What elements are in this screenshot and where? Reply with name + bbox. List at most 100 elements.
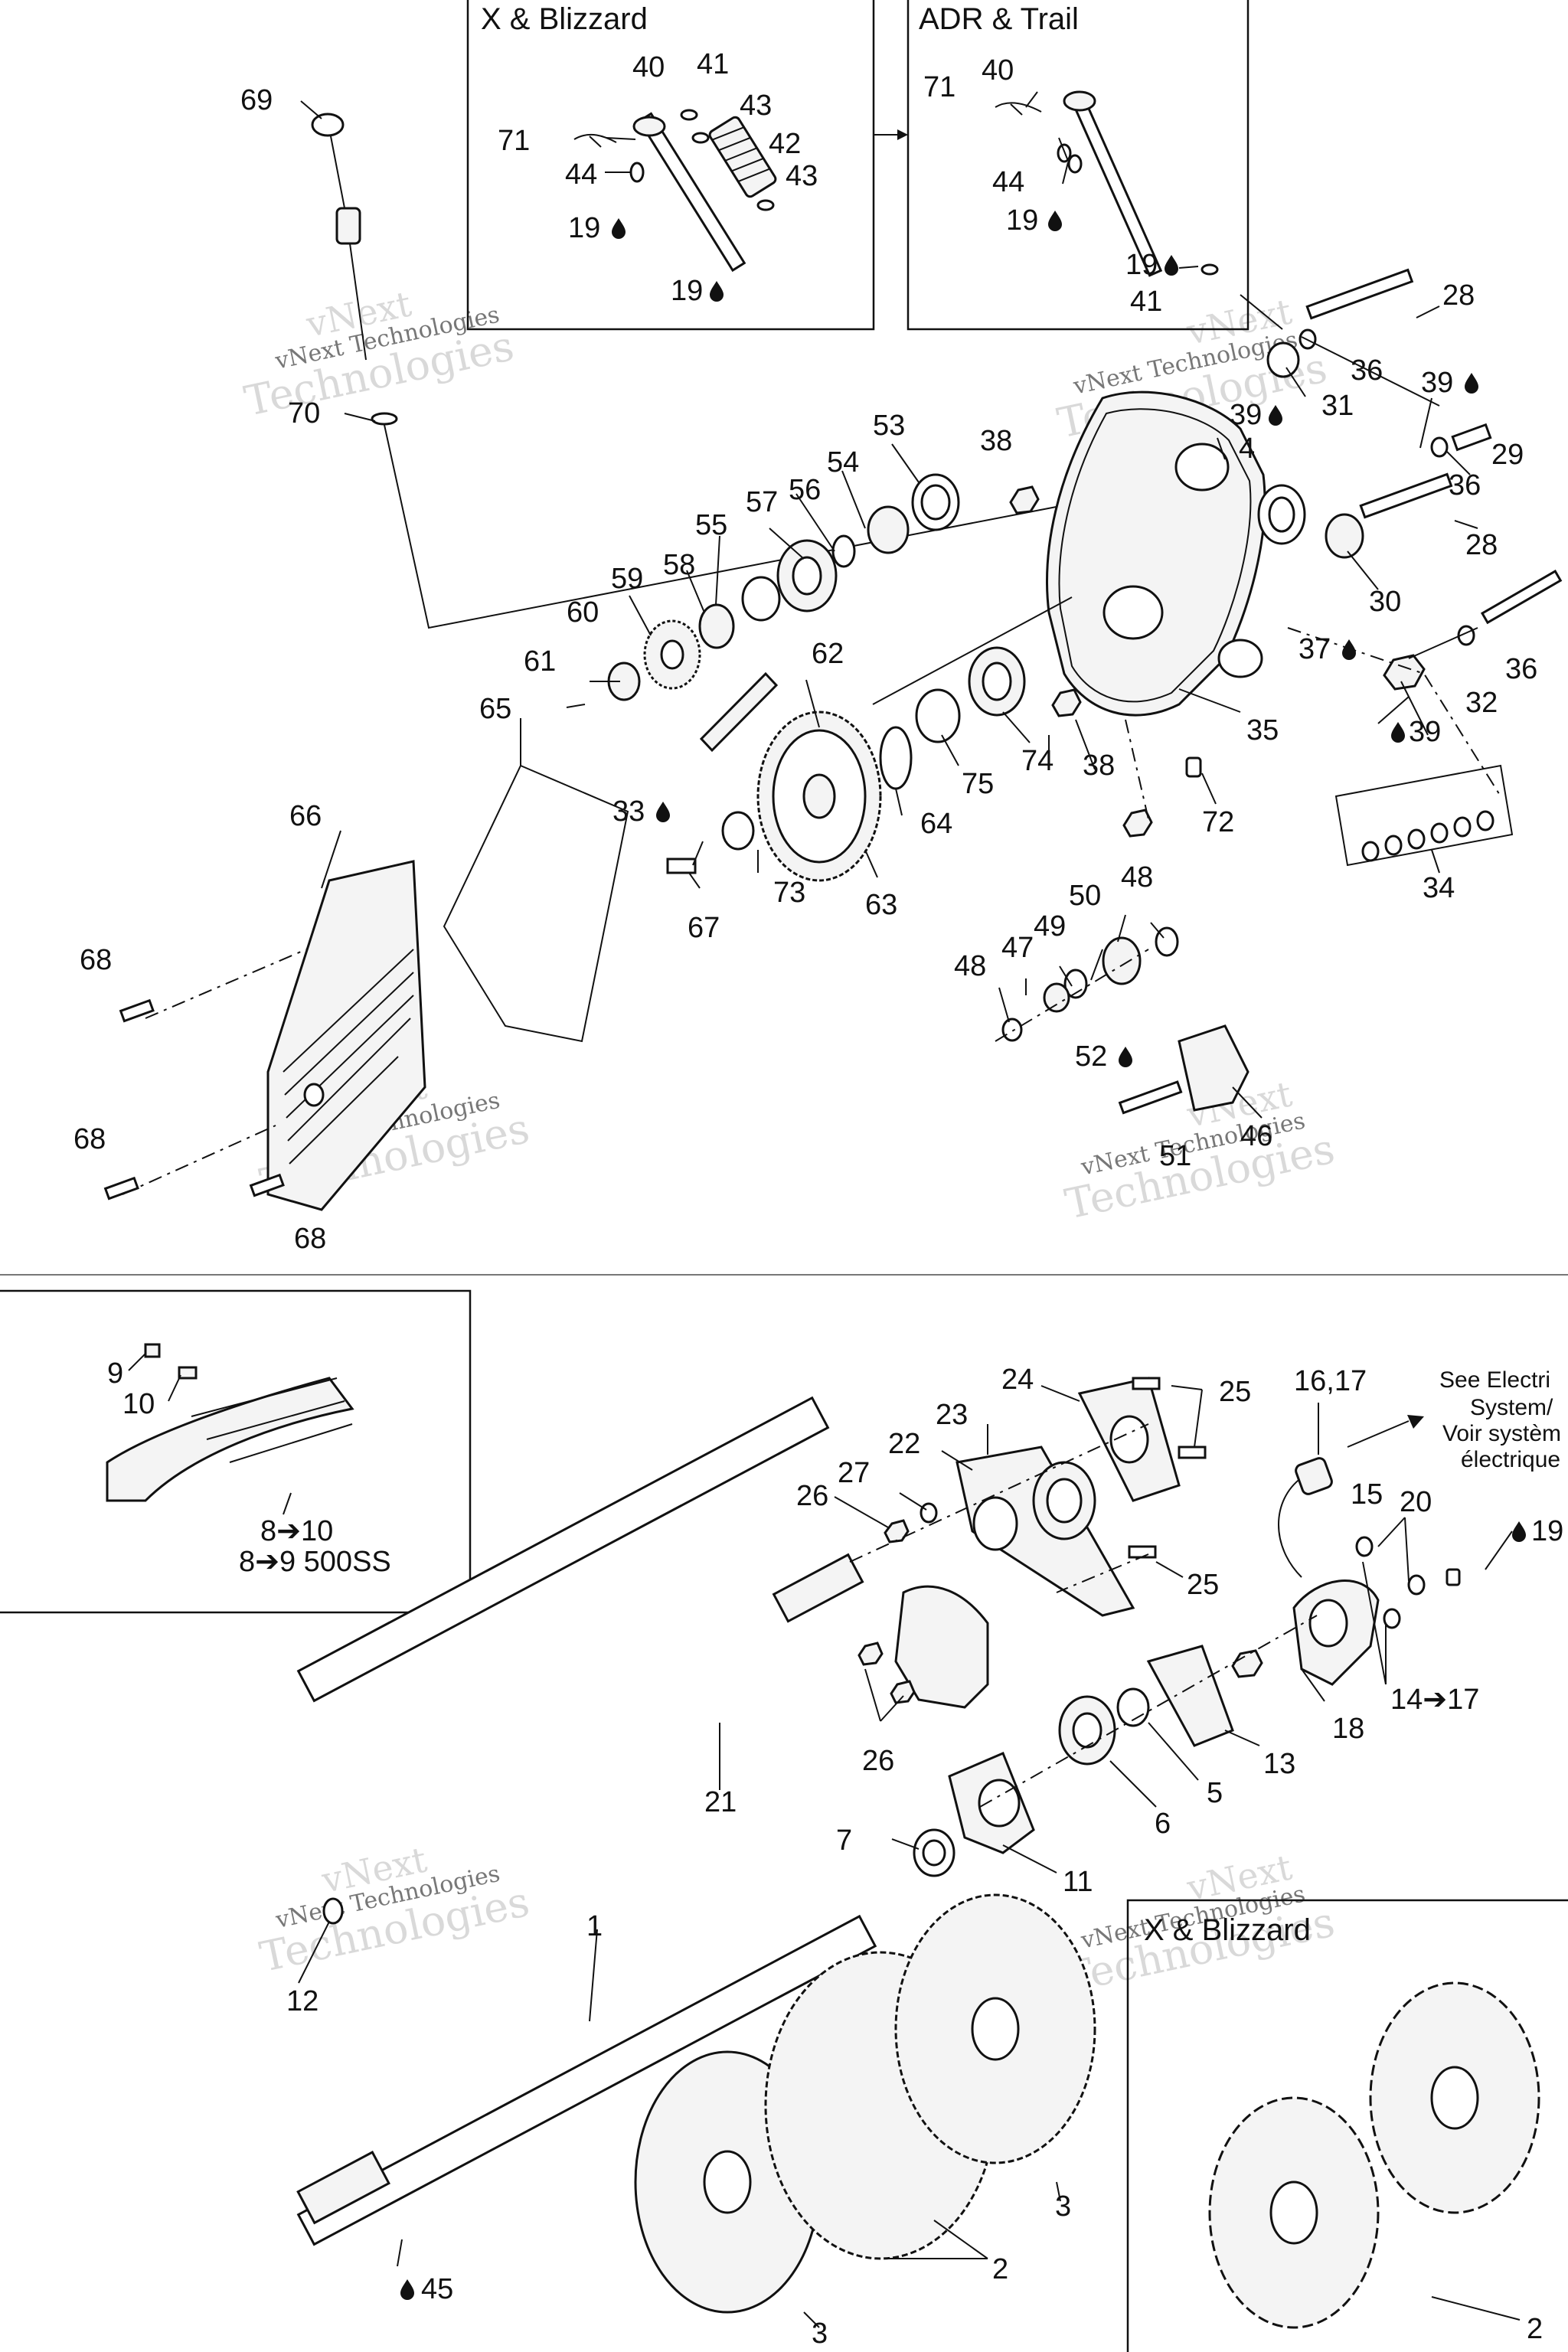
inset-arrow-head	[897, 129, 908, 140]
part-label: 68	[74, 1123, 106, 1155]
oil-drop-icon	[1269, 405, 1282, 426]
part-label: 48	[954, 950, 986, 982]
part-label: 68	[80, 944, 112, 976]
inset-title-adr-trail: ADR & Trail	[919, 2, 1079, 36]
part-label: 46	[1240, 1120, 1272, 1152]
part-label: 31	[1321, 390, 1354, 422]
part-label: 6	[1155, 1808, 1171, 1840]
part-label: 56	[789, 474, 821, 506]
part-labels: 69 70 71 40 41 43 42 43 44 19 19 71 40 4…	[74, 48, 1563, 2350]
part-label: 70	[288, 397, 320, 430]
part-label: 48	[1121, 861, 1153, 893]
part-label: 35	[1246, 714, 1279, 746]
part-label: 37	[1298, 633, 1331, 665]
part-label: 19	[1125, 249, 1158, 281]
part-label: 24	[1001, 1364, 1034, 1396]
part-label: 36	[1449, 469, 1481, 501]
shim-set-34	[1334, 764, 1514, 867]
part-label: 22	[888, 1428, 920, 1460]
bolt-28-upper	[1305, 268, 1414, 320]
part-label: 39	[1230, 399, 1262, 431]
part-label: 38	[980, 425, 1012, 457]
note-line: System/	[1470, 1395, 1553, 1420]
spacer-75	[915, 688, 961, 743]
adjuster-rod-adr-trail	[995, 90, 1219, 277]
bushing-30	[1325, 513, 1364, 559]
part-label: 45	[421, 2273, 453, 2305]
part-label: 21	[704, 1786, 737, 1818]
part-label: 71	[923, 71, 956, 103]
part-label: 19	[671, 275, 703, 307]
part-label: 19	[1531, 1515, 1563, 1547]
part-label: 50	[1069, 880, 1101, 912]
circlip-64	[879, 726, 913, 790]
track-segment	[106, 1343, 354, 1502]
adjuster-rod-x-blizzard	[573, 109, 777, 273]
part-label: 69	[240, 84, 273, 116]
nut-26	[884, 1519, 910, 1544]
part-label: 28	[1442, 279, 1475, 312]
inset-box-track	[0, 1289, 472, 1614]
drive-sprocket-assembly	[634, 1893, 1096, 2314]
inset-title-x-blizzard-bottom: X & Blizzard	[1144, 1913, 1311, 1947]
part-label: 25	[1187, 1569, 1219, 1601]
o-ring-65	[443, 764, 629, 1043]
bearing-housing-upper	[956, 1377, 1207, 1617]
oil-drop-icon	[1165, 255, 1178, 276]
part-label: 51	[1159, 1140, 1191, 1172]
part-label: 26	[862, 1745, 894, 1777]
nut-38-mid	[1051, 688, 1082, 717]
part-label: 61	[524, 645, 556, 678]
part-label: 53	[873, 410, 905, 442]
inset-title-x-blizzard: X & Blizzard	[481, 2, 648, 36]
spacer-73	[721, 811, 755, 851]
part-label: 63	[865, 889, 897, 921]
part-label: 1	[586, 1910, 603, 1942]
part-label: 34	[1423, 872, 1455, 904]
part-label: 71	[498, 125, 530, 157]
part-label: 75	[962, 768, 994, 800]
electrical-arrow	[1347, 1420, 1410, 1448]
part-label: 47	[1001, 932, 1034, 964]
part-label: 43	[786, 160, 818, 192]
bolt-68-b	[103, 1176, 139, 1200]
oil-drop-icon	[612, 218, 626, 239]
oil-drop-icon	[1512, 1521, 1526, 1542]
sprocket-x-blizzard	[1208, 1981, 1540, 2329]
drive-axle-21	[296, 1396, 864, 1925]
oil-drop-icon	[656, 802, 670, 822]
part-label: 12	[286, 1985, 318, 2017]
chaincase-cover-66	[266, 860, 426, 1211]
part-label: 57	[746, 486, 778, 518]
part-label: 38	[1083, 750, 1115, 782]
part-label: 2	[1527, 2313, 1543, 2345]
part-label: 44	[565, 158, 597, 191]
part-label: 41	[1130, 286, 1162, 318]
speed-sensor-assembly	[1231, 1457, 1461, 1686]
part-label: 60	[567, 596, 599, 629]
part-label: 74	[1021, 745, 1054, 777]
part-label: 16,17	[1294, 1365, 1367, 1397]
part-label: 4	[1239, 433, 1255, 465]
nut-38-upper	[1009, 485, 1040, 514]
sprocket-63	[756, 710, 882, 882]
part-label: 73	[773, 877, 805, 909]
part-label: 44	[992, 166, 1024, 198]
part-label: 20	[1400, 1486, 1432, 1518]
part-label: 10	[122, 1388, 155, 1420]
part-label: 65	[479, 693, 511, 725]
bolt-28-lower	[1359, 472, 1453, 519]
pin-72	[1185, 756, 1202, 778]
part-label: 15	[1351, 1478, 1383, 1511]
part-label: 52	[1075, 1040, 1107, 1073]
drive-axle-1	[296, 1914, 877, 2246]
oil-drop-icon	[400, 2279, 414, 2300]
part-label: 9	[107, 1357, 123, 1390]
washer-31	[1266, 341, 1300, 378]
inset-box-x-blizzard	[466, 0, 875, 331]
bracket-plate	[894, 1585, 989, 1709]
bolt-25	[1128, 1545, 1157, 1559]
part-label: 43	[740, 90, 772, 122]
part-label: 8➔9 500SS	[239, 1546, 391, 1578]
